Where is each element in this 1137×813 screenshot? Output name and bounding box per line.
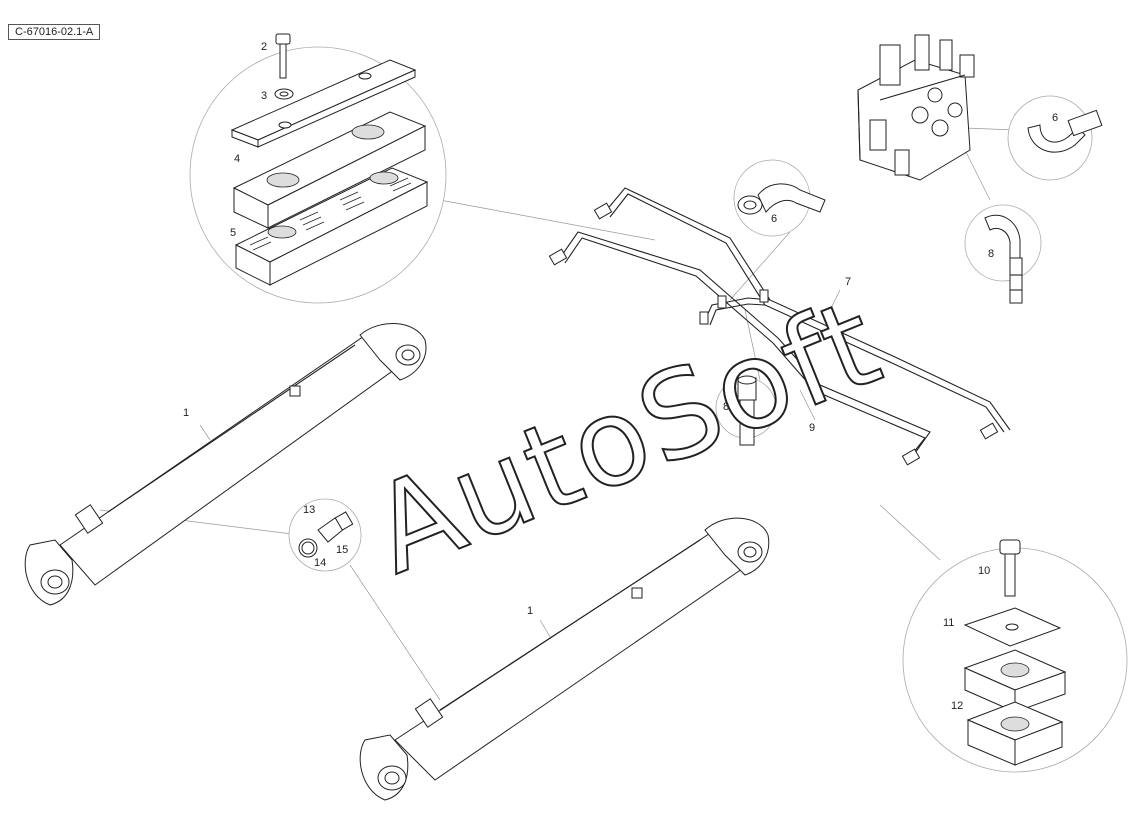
leader-lines xyxy=(99,127,1016,701)
detail-circle-clamp-bottom xyxy=(902,539,1128,773)
hydraulic-cylinder-lower xyxy=(359,517,770,801)
hydraulic-lines xyxy=(548,187,1011,466)
callout-12: 12 xyxy=(951,700,963,712)
callout-3: 3 xyxy=(261,90,267,102)
callout-14: 14 xyxy=(314,557,326,569)
hydraulic-cylinder-upper xyxy=(24,323,427,606)
control-valve-block xyxy=(857,34,975,181)
reference-code-box: C-67016-02.1-A xyxy=(8,24,101,40)
detail-circle-fitting-6-mid xyxy=(733,159,826,237)
callout-1-lower: 1 xyxy=(527,605,533,617)
callout-5: 5 xyxy=(230,227,236,239)
callout-6-right: 6 xyxy=(1052,112,1058,124)
detail-circle-fitting-13-15 xyxy=(288,498,362,572)
detail-circle-clamp-top xyxy=(189,33,447,304)
callout-labels: 2 3 4 5 6 6 7 8 8 9 1 1 13 14 15 10 11 1… xyxy=(183,41,1058,712)
callout-8-right: 8 xyxy=(988,248,994,260)
callout-15: 15 xyxy=(336,544,348,556)
callout-11: 11 xyxy=(943,617,954,629)
detail-circle-fitting-8-mid xyxy=(715,375,777,446)
callout-6-mid: 6 xyxy=(771,213,777,225)
callout-10: 10 xyxy=(978,565,990,577)
reference-code-text: C-67016-02.1-A xyxy=(15,26,94,38)
watermark-text: AutoSoft xyxy=(354,273,899,601)
detail-circle-fitting-8-right xyxy=(964,204,1042,304)
detail-circle-fitting-6-right xyxy=(1007,95,1103,181)
callout-13: 13 xyxy=(303,504,315,516)
callout-8-mid: 8 xyxy=(723,401,729,413)
callout-4: 4 xyxy=(234,153,240,165)
callout-7: 7 xyxy=(845,276,851,288)
callout-1-upper: 1 xyxy=(183,407,189,419)
callout-9: 9 xyxy=(809,422,815,434)
callout-2: 2 xyxy=(261,41,267,53)
